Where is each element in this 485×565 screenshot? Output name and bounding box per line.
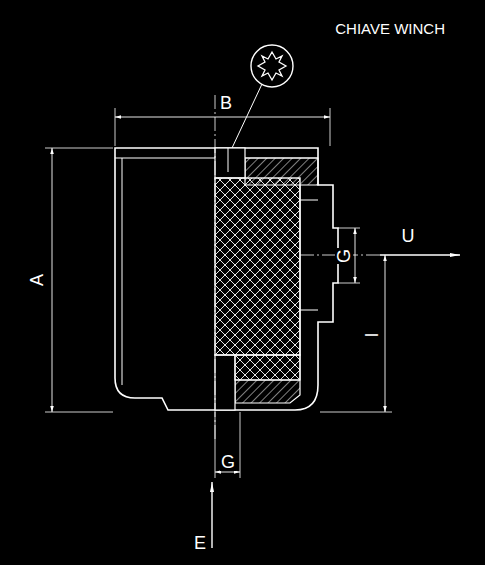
filter-body: [115, 148, 338, 410]
dimension-label: U: [401, 227, 416, 245]
filter-element: [215, 178, 300, 355]
star-key-symbol: [258, 52, 286, 80]
dimension-label: B: [219, 94, 233, 112]
dimension-label: A: [28, 273, 46, 287]
key-callout: [251, 45, 293, 87]
drawing-title: CHIAVE WINCH: [335, 21, 445, 36]
dimension-label: I: [363, 331, 381, 338]
dimension-label: G: [220, 453, 236, 471]
dimension-label: G: [335, 248, 353, 264]
dimension-label: E: [193, 534, 207, 552]
